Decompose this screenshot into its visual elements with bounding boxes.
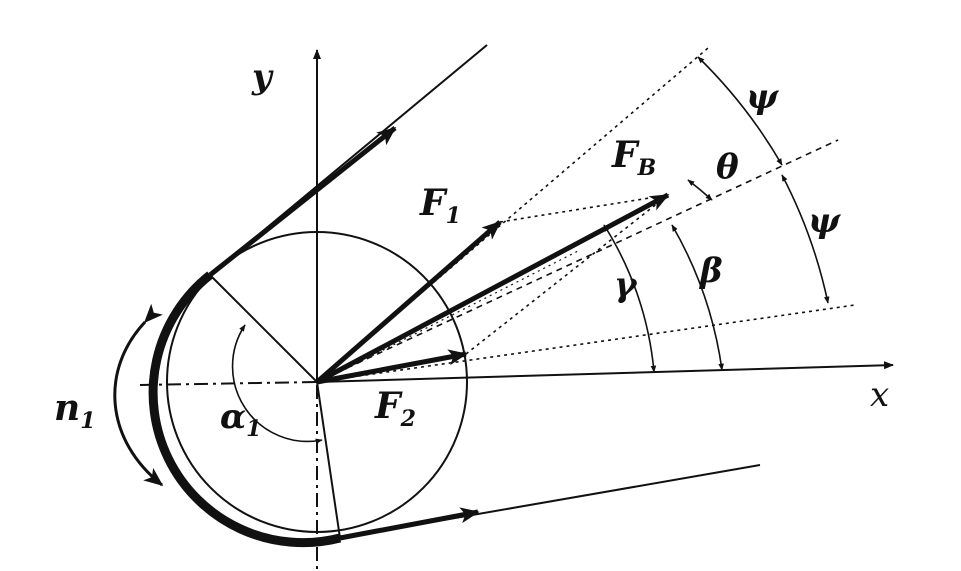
belt-wrap-arc	[148, 271, 342, 548]
lower-belt-force-arrow	[339, 507, 480, 541]
psi-lower-bound-line	[316, 304, 856, 383]
radius-upper	[209, 274, 318, 383]
psi-lower-label: ψ	[808, 201, 841, 241]
psi-lower-arc	[781, 174, 830, 304]
beta-arc	[671, 224, 724, 371]
x-axis-label: x	[870, 375, 889, 415]
radius-lower	[316, 381, 341, 539]
gamma-arc	[603, 224, 657, 373]
psi-upper-arc	[697, 56, 783, 166]
f2-label: F2	[374, 385, 416, 432]
x-axis	[316, 361, 894, 383]
upper-belt-force-arrow	[208, 126, 397, 277]
force-f1-arrow	[315, 220, 502, 384]
beta-label: β	[698, 251, 723, 291]
parallelogram-side-top	[499, 194, 669, 223]
pulley-circle	[166, 231, 468, 533]
rotation-label: n1	[54, 387, 96, 434]
rotation-arrow	[113, 303, 164, 487]
theta-arc	[687, 179, 713, 201]
parallelogram-side-right	[465, 194, 669, 355]
gamma-center-line	[316, 139, 839, 383]
psi-upper-label: ψ	[746, 77, 779, 117]
fb-label: FB	[611, 134, 656, 181]
f1-label: F1	[419, 182, 461, 229]
force-f2-arrow	[316, 349, 468, 385]
gamma-label: γ	[614, 265, 638, 305]
y-axis-label: y	[251, 57, 274, 97]
alpha1-label: α1	[220, 397, 261, 442]
alpha1-arc	[231, 324, 323, 444]
theta-label: θ	[716, 147, 739, 187]
